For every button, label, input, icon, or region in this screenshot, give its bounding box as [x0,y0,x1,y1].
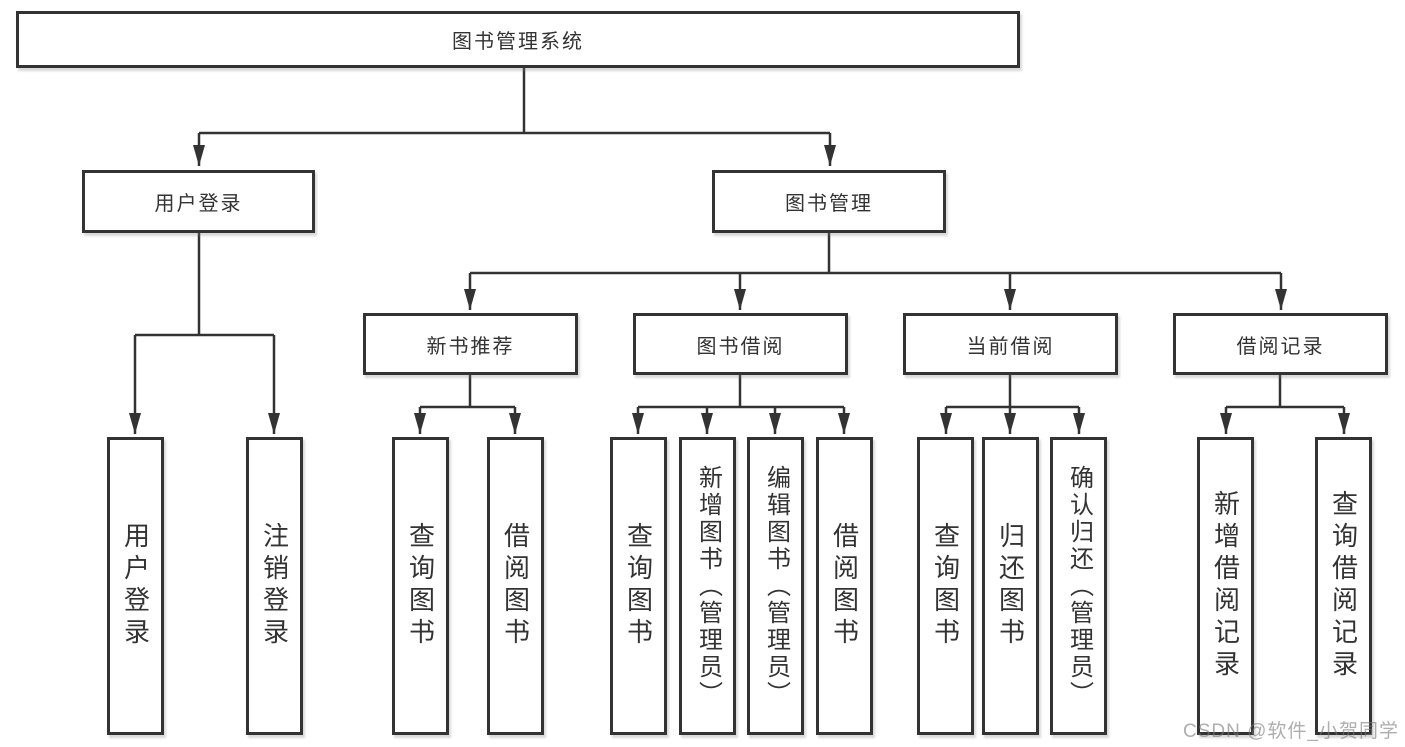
connector-user-login-to-leaves [129,233,280,434]
leaf-user-login: 用户登录 [107,437,164,735]
leaf-add-books-admin: 新增图书（管理员） [679,437,736,735]
node-borrow-records: 借阅记录 [1173,313,1388,375]
leaf-borrow-books-2-label: 借阅图书 [829,522,860,650]
node-book-mgmt: 图书管理 [712,170,946,233]
node-current-borrow-label: 当前借阅 [966,335,1055,358]
leaf-query-books-3: 查询图书 [917,437,974,735]
connector-book-borrow-to-leaves [632,375,850,434]
leaf-logout: 注销登录 [246,437,303,735]
leaf-confirm-return-admin-label: 确认归还（管理员） [1065,464,1093,708]
leaf-query-borrow-record: 查询借阅记录 [1315,437,1372,735]
leaf-return-books-label: 归还图书 [995,522,1026,650]
node-borrow-records-label: 借阅记录 [1236,335,1325,358]
leaf-borrow-books-1: 借阅图书 [487,437,544,735]
leaf-add-borrow-record: 新增借阅记录 [1197,437,1254,735]
leaf-query-books-1: 查询图书 [392,437,449,735]
leaf-user-login-label: 用户登录 [120,522,151,650]
node-book-borrow-label: 图书借阅 [696,335,785,358]
leaf-query-borrow-record-label: 查询借阅记录 [1328,490,1359,682]
node-root-title: 图书管理系统 [16,11,1020,68]
leaf-edit-books-admin: 编辑图书（管理员） [747,437,804,735]
connector-borrow-records-to-leaves [1220,375,1350,434]
leaf-query-books-2-label: 查询图书 [623,522,654,650]
node-current-borrow: 当前借阅 [903,313,1118,375]
leaf-return-books: 归还图书 [982,437,1039,735]
node-root-label: 图书管理系统 [452,31,584,53]
node-new-book-rec-label: 新书推荐 [426,335,515,358]
leaf-query-books-2: 查询图书 [610,437,667,735]
node-new-book-rec: 新书推荐 [363,313,578,375]
leaf-confirm-return-admin: 确认归还（管理员） [1050,437,1107,735]
csdn-watermark: CSDN @软件_小贺同学 [1183,721,1399,742]
connector-current-borrow-to-leaves [940,375,1085,434]
connector-new-book-to-leaves [414,375,521,434]
leaf-borrow-books-1-label: 借阅图书 [500,522,531,650]
leaf-edit-books-admin-label: 编辑图书（管理员） [762,464,790,708]
leaf-add-books-admin-label: 新增图书（管理员） [694,464,722,708]
connector-root-to-level2 [193,68,836,166]
node-book-borrow: 图书借阅 [633,313,848,375]
node-user-login-label: 用户登录 [154,193,243,215]
leaf-add-borrow-record-label: 新增借阅记录 [1210,490,1241,682]
connector-book-mgmt-to-level3 [464,233,1287,310]
leaf-logout-label: 注销登录 [259,522,290,650]
node-book-mgmt-label: 图书管理 [785,193,873,215]
leaf-query-books-1-label: 查询图书 [405,522,436,650]
leaf-query-books-3-label: 查询图书 [930,522,961,650]
node-user-login: 用户登录 [82,170,315,233]
leaf-borrow-books-2: 借阅图书 [816,437,873,735]
